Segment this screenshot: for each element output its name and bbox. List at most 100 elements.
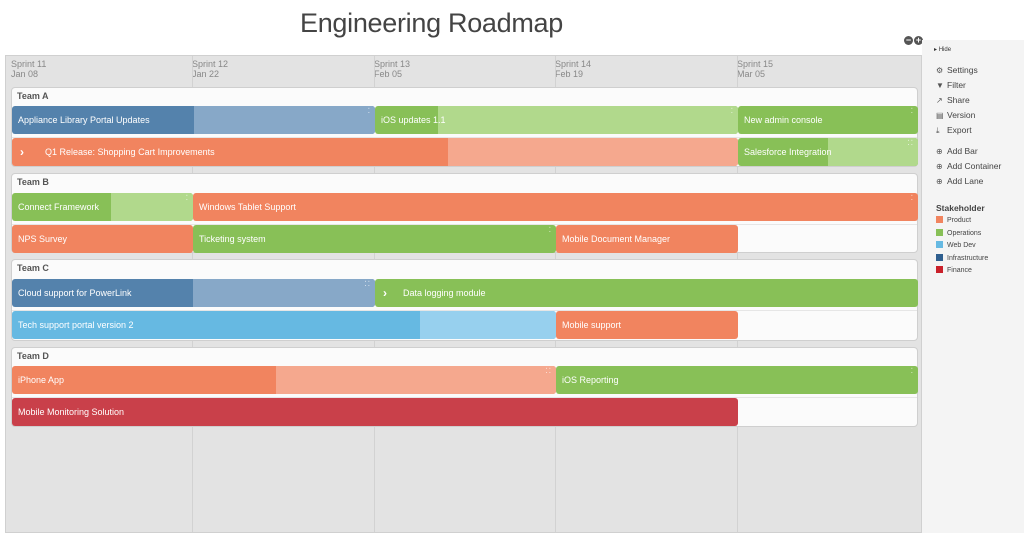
bar-label: Salesforce Integration — [744, 147, 832, 157]
add-bar-button[interactable]: ⊕ Add Bar — [936, 146, 978, 156]
sprint-date: Mar 05 — [737, 69, 766, 79]
bar-handle-icon[interactable]: ⁚ — [910, 195, 914, 202]
zoom-in-icon[interactable]: + — [914, 35, 923, 45]
add-lane-button[interactable]: ⊕ Add Lane — [936, 176, 983, 186]
team-label: Team C — [17, 263, 49, 273]
bar-remaining — [193, 279, 375, 307]
bar-label: Ticketing system — [199, 234, 266, 244]
settings-menu-item[interactable]: ⚙Settings — [936, 65, 978, 75]
roadmap-bar[interactable]: › Q1 Release: Shopping Cart Improvements — [12, 138, 738, 166]
roadmap-bar[interactable]: Cloud support for PowerLink ⁚⁚ — [12, 279, 375, 307]
bar-label: Mobile Monitoring Solution — [18, 407, 125, 417]
bar-remaining — [438, 106, 738, 134]
zoom-out-icon[interactable]: − — [904, 35, 913, 45]
bar-remaining — [194, 106, 375, 134]
bar-label: Windows Tablet Support — [199, 202, 296, 212]
sprint-header: Sprint 12 Jan 22 — [192, 59, 228, 79]
bar-label: Appliance Library Portal Updates — [18, 115, 150, 125]
roadmap-bar[interactable]: Ticketing system ⁚ — [193, 225, 556, 253]
roadmap-bar[interactable]: New admin console ⁚ — [738, 106, 918, 134]
lane-divider — [12, 310, 917, 311]
menu-label: Export — [947, 125, 972, 135]
legend-item: Product — [936, 216, 971, 224]
roadmap-bar[interactable]: Windows Tablet Support ⁚ — [193, 193, 918, 221]
roadmap-bar[interactable]: Mobile support — [556, 311, 738, 339]
bar-remaining — [828, 138, 918, 166]
sprint-header: Sprint 13 Feb 05 — [374, 59, 410, 79]
bar-handle-icon[interactable]: ⁚ — [548, 227, 552, 234]
sprint-name: Sprint 11 — [11, 59, 47, 69]
menu-label: Add Bar — [947, 146, 978, 156]
bar-label: Mobile support — [562, 320, 622, 330]
legend-label: Web Dev — [947, 242, 976, 249]
bar-handle-icon[interactable]: ⁚⁚ — [364, 281, 371, 288]
filter-icon: ▼ — [936, 81, 944, 90]
bar-label: Connect Framework — [18, 202, 100, 212]
bar-handle-icon[interactable]: ⁚⁚ — [545, 368, 552, 375]
team-container[interactable]: Team A Appliance Library Portal Updates … — [11, 87, 918, 167]
share-menu-item[interactable]: ↗ Share — [936, 95, 970, 105]
roadmap-bar[interactable]: › Data logging module — [375, 279, 918, 307]
export-icon: ⤓ — [936, 126, 940, 135]
version-menu-item[interactable]: ▤Version — [936, 110, 975, 120]
roadmap-bar[interactable]: iOS Reporting ⁚ — [556, 366, 918, 394]
roadmap-bar[interactable]: Salesforce Integration ⁚⁚ — [738, 138, 918, 166]
roadmap-bar[interactable]: Mobile Document Manager — [556, 225, 738, 253]
sprint-name: Sprint 14 — [555, 59, 592, 69]
team-container[interactable]: Team D iPhone App ⁚⁚ iOS Reporting ⁚ Mob… — [11, 347, 918, 427]
bar-handle-icon[interactable]: ⁚⁚ — [907, 140, 914, 147]
legend-swatch — [936, 266, 943, 273]
menu-label: Add Lane — [947, 176, 984, 186]
legend-item: Finance — [936, 266, 972, 274]
bar-handle-icon[interactable]: ⁚ — [910, 108, 914, 115]
version-icon: ▤ — [936, 111, 944, 120]
menu-label: Add Container — [947, 161, 1002, 171]
roadmap-bar[interactable]: Connect Framework ⁚ — [12, 193, 193, 221]
team-label: Team B — [17, 177, 49, 187]
roadmap-bar[interactable]: Tech support portal version 2 — [12, 311, 556, 339]
team-container[interactable]: Team B Connect Framework ⁚ Windows Table… — [11, 173, 918, 253]
sprint-date: Feb 19 — [555, 69, 584, 79]
bar-label: iOS Reporting — [562, 375, 619, 385]
roadmap-bar[interactable]: iOS updates 1.1 ⁚ — [375, 106, 738, 134]
sprint-date: Jan 08 — [11, 69, 39, 79]
hide-label: Hide — [938, 47, 952, 53]
sprint-name: Sprint 13 — [374, 59, 411, 69]
roadmap-bar[interactable]: Appliance Library Portal Updates ⁚ — [12, 106, 375, 134]
sprint-date: Jan 22 — [192, 69, 220, 79]
gear-icon: ⚙ — [936, 66, 944, 75]
legend-label: Operations — [947, 230, 982, 237]
bar-handle-icon[interactable]: ⁚ — [367, 108, 371, 115]
lane-divider — [12, 137, 917, 138]
roadmap-bar[interactable]: Mobile Monitoring Solution — [12, 398, 738, 426]
filter-menu-item[interactable]: ▼Filter — [936, 80, 966, 90]
legend-swatch — [936, 254, 943, 261]
bar-remaining — [448, 138, 738, 166]
bar-handle-icon[interactable]: ⁚ — [185, 195, 189, 202]
bar-remaining — [276, 366, 556, 394]
sprint-header: Sprint 14 Feb 19 — [555, 59, 591, 79]
roadmap-bar[interactable]: iPhone App ⁚⁚ — [12, 366, 556, 394]
menu-label: Share — [947, 95, 970, 105]
menu-label: Filter — [947, 80, 966, 90]
roadmap-bar[interactable]: NPS Survey — [12, 225, 193, 253]
share-icon: ↗ — [936, 96, 943, 105]
legend-item: Infrastructure — [936, 254, 988, 262]
chevron-right-icon[interactable]: › — [383, 286, 387, 300]
hide-sidebar-link[interactable]: ▸ Hide — [934, 47, 952, 53]
team-container[interactable]: Team C Cloud support for PowerLink ⁚⁚ › … — [11, 259, 918, 341]
add-icon: ⊕ — [936, 177, 943, 186]
sprint-name: Sprint 12 — [192, 59, 229, 69]
legend-swatch — [936, 229, 943, 236]
menu-label: Settings — [947, 65, 978, 75]
sidebar: ▸ Hide ⚙Settings ▼Filter ↗ Share ▤Version… — [922, 40, 1024, 533]
bar-label: NPS Survey — [18, 234, 68, 244]
bar-remaining — [420, 311, 556, 339]
bar-handle-icon[interactable]: ⁚ — [730, 108, 734, 115]
bar-handle-icon[interactable]: ⁚ — [910, 368, 914, 375]
add-icon: ⊕ — [936, 147, 943, 156]
add-container-button[interactable]: ⊕Add Container — [936, 161, 1001, 171]
chevron-right-icon[interactable]: › — [20, 145, 24, 159]
export-menu-item[interactable]: ⤓ Export — [936, 125, 972, 136]
